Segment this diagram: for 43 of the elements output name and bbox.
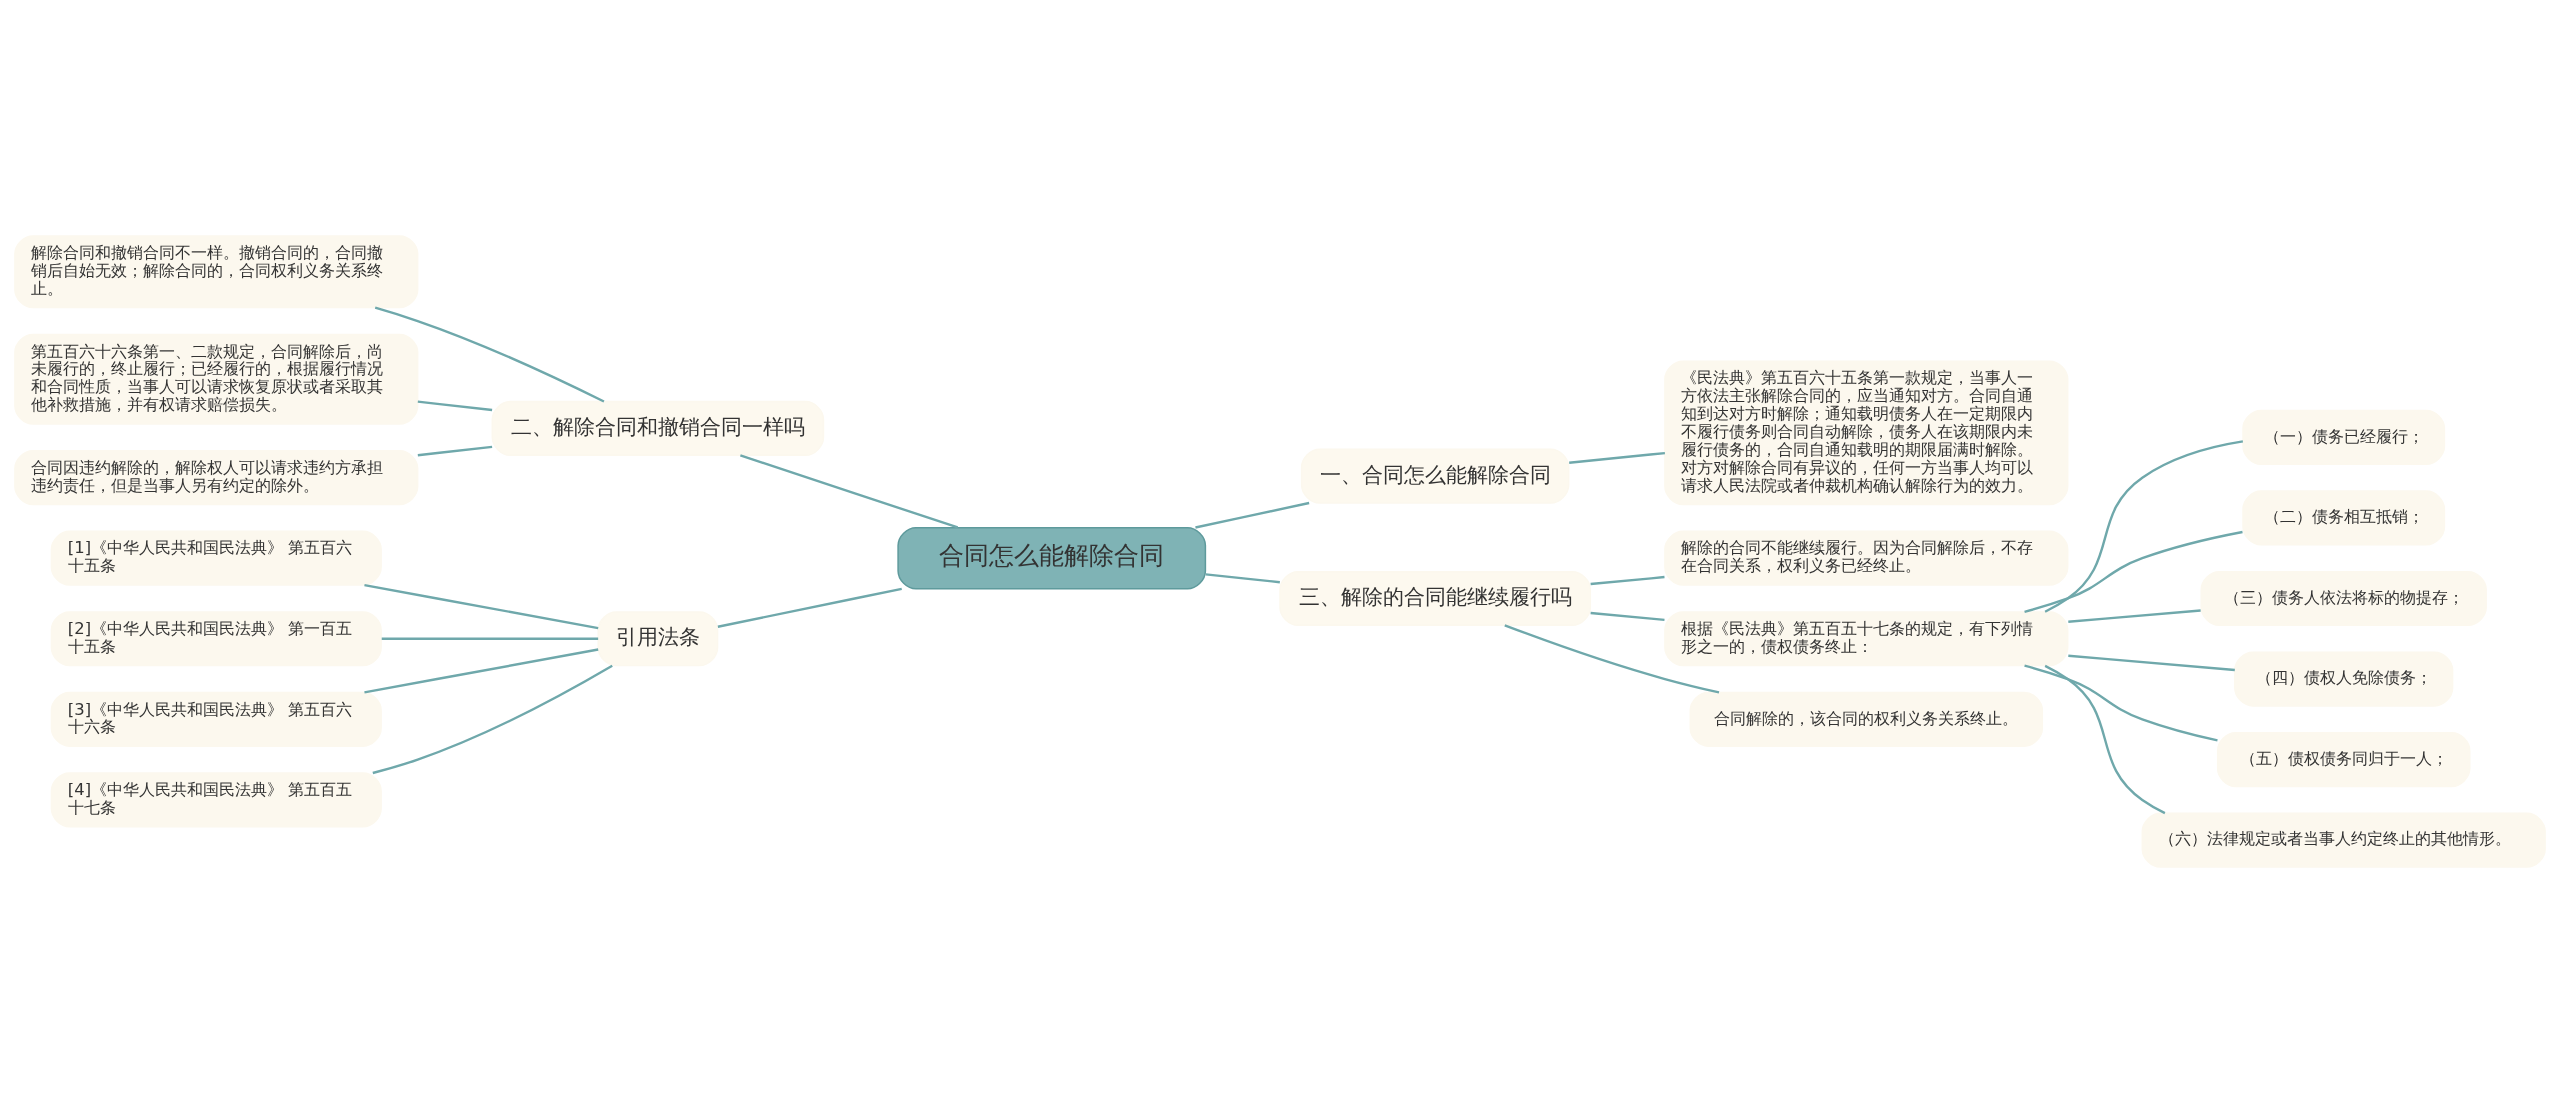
connector: [2068, 654, 2235, 671]
connector: [1195, 501, 1310, 529]
node-box: 一、合同怎么能解除合同: [1300, 448, 1570, 504]
connector: [2068, 608, 2201, 623]
node-box: 引用法条: [597, 610, 719, 666]
node-box: 第五百六十六条第一、二款规定，合同解除后，尚未履行的，终止履行；已经履行的，根据履行情况和合同性质，当事人可以请求恢复原状或者采取其他补救措施，并有权请求赔偿损失。: [14, 333, 419, 425]
node-box: 合同解除的，该合同的权利义务关系终止。: [1689, 691, 2044, 747]
connector: [1205, 572, 1280, 583]
node-box: （二）债务相互抵销；: [2242, 489, 2446, 546]
connector: [381, 637, 599, 640]
node-box: 解除的合同不能继续履行。因为合同解除后，不存在合同关系，权利义务已经终止。: [1664, 530, 2069, 586]
connector: [1590, 575, 1665, 585]
node-box: （五）债权债务同归于一人；: [2216, 731, 2471, 787]
node-box: [3]《中华人民共和国民法典》 第五百六十六条: [50, 691, 382, 747]
node-box: 合同怎么能解除合同: [897, 526, 1207, 590]
node-box: 解除合同和撤销合同不一样。撤销合同的，合同撤销后自始无效；解除合同的，合同权利义务关系终止。: [14, 234, 419, 308]
node-box: [4]《中华人民共和国民法典》 第五百五十七条: [50, 771, 382, 827]
node-box: 二、解除合同和撤销合同一样吗: [491, 400, 825, 456]
node-box: [1]《中华人民共和国民法典》 第五百六十五条: [50, 530, 382, 586]
node-box: （一）债务已经履行；: [2242, 409, 2446, 465]
connector: [374, 306, 605, 403]
connector: [717, 587, 902, 628]
connector: [1569, 451, 1665, 464]
node-box: 合同因违约解除的，解除权人可以请求违约方承担违约责任，但是当事人另有约定的除外。: [14, 449, 419, 505]
connector: [2024, 530, 2243, 613]
node-box: （六）法律规定或者当事人约定终止的其他情形。: [2141, 812, 2546, 868]
connector: [364, 647, 599, 694]
connector: [364, 583, 599, 629]
node-box: （四）债权人免除债务；: [2234, 650, 2454, 707]
connector: [2044, 439, 2244, 613]
connector: [417, 445, 493, 456]
connector: [1504, 623, 1720, 694]
connector: [372, 664, 613, 774]
node-box: 《民法典》第五百六十五条第一款规定，当事人一方依法主张解除合同的，应当通知对方。合同自通知到达对方时解除；通知载明债务人在一定期限内不履行债务则合同自动解除，债务人在该期限内未履行债务的，合同自通知载明的期限届满时解除。对方对解除合同有异议的，任何一方当事人均可以请求人民法院或者仲裁机构确认解除行为的效力。: [1664, 360, 2069, 505]
connector: [2044, 664, 2166, 814]
node-box: 三、解除的合同能继续履行吗: [1279, 570, 1592, 626]
node-box: 根据《民法典》第五百五十七条的规定，有下列情形之一的，债权债务终止：: [1664, 610, 2069, 666]
connector: [740, 453, 959, 529]
node-box: （三）债务人依法将标的物提存；: [2200, 570, 2487, 626]
connector: [2024, 664, 2218, 742]
connector: [1590, 611, 1665, 621]
node-box: [2]《中华人民共和国民法典》 第一百五十五条: [50, 610, 382, 666]
connector: [417, 399, 493, 411]
